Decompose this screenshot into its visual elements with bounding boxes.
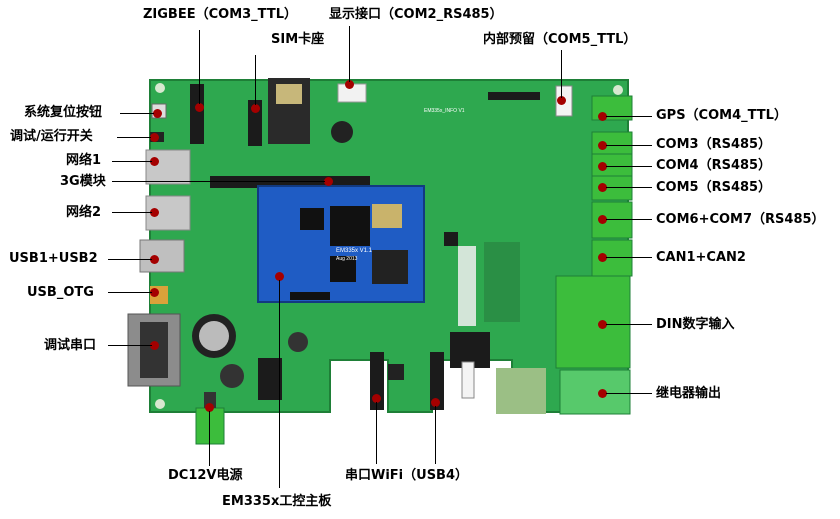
mount-hole — [613, 85, 623, 95]
marker-sim — [251, 104, 260, 113]
leader-line — [199, 30, 200, 104]
leader-line — [349, 26, 350, 82]
leader-line — [117, 137, 151, 138]
leader-line — [606, 116, 652, 117]
terminal-din — [555, 275, 631, 369]
marker-3g — [324, 177, 333, 186]
marker-wifi-right — [431, 398, 440, 407]
label-usbotg: USB_OTG — [27, 285, 94, 300]
label-debug-serial: 调试串口 — [44, 338, 97, 353]
label-gps: GPS（COM4_TTL） — [656, 108, 787, 123]
label-sim: SIM卡座 — [271, 32, 325, 47]
leader-line — [112, 181, 325, 182]
label-net1: 网络1 — [66, 153, 102, 168]
mount-hole — [155, 399, 165, 409]
leader-line — [108, 259, 152, 260]
leader-line — [435, 406, 436, 464]
leader-line — [561, 50, 562, 98]
label-usb12: USB1+USB2 — [9, 251, 98, 266]
marker-com4 — [598, 162, 607, 171]
marker-relay — [598, 389, 607, 398]
module-silk-name: EM335x V1.1 — [336, 248, 373, 254]
label-com4: COM4（RS485） — [656, 158, 772, 173]
buzzer — [331, 121, 353, 143]
leader-line — [279, 280, 280, 488]
label-relay: 继电器输出 — [656, 386, 722, 401]
terminal-relay — [559, 369, 631, 415]
label-net2: 网络2 — [66, 205, 102, 220]
label-display: 显示接口（COM2_RS485） — [329, 7, 503, 22]
label-dc12v: DC12V电源 — [168, 468, 243, 483]
marker-usb12 — [150, 255, 159, 264]
marker-gps — [598, 112, 607, 121]
leader-line — [606, 393, 652, 394]
marker-com5 — [598, 183, 607, 192]
label-em335x: EM335x工控主板 — [222, 494, 332, 509]
leader-line — [606, 166, 652, 167]
label-debug-run: 调试/运行开关 — [10, 129, 93, 144]
marker-net2 — [150, 208, 159, 217]
leader-line — [108, 345, 152, 346]
marker-debug-serial — [150, 341, 159, 350]
label-din: DIN数字输入 — [656, 317, 735, 332]
label-can: CAN1+CAN2 — [656, 250, 746, 265]
marker-usbotg — [150, 288, 159, 297]
leader-line — [606, 187, 652, 188]
ethernet-port-1 — [145, 149, 191, 185]
marker-em335x — [275, 272, 284, 281]
marker-debug-run — [150, 133, 159, 142]
marker-zigbee — [195, 103, 204, 112]
leader-line — [376, 402, 377, 464]
marker-dc12v — [205, 403, 214, 412]
leader-line — [606, 219, 652, 220]
marker-internal — [557, 96, 566, 105]
label-3g: 3G模块 — [60, 174, 106, 189]
dc-terminal — [195, 407, 225, 445]
marker-din — [598, 320, 607, 329]
marker-wifi-left — [372, 394, 381, 403]
leader-line — [606, 324, 652, 325]
relay-bank — [496, 368, 546, 414]
mount-hole — [155, 83, 165, 93]
label-wifi: 串口WiFi（USB4） — [345, 468, 469, 483]
label-com3: COM3（RS485） — [656, 137, 772, 152]
label-reset: 系统复位按钮 — [24, 105, 103, 120]
zigbee-header — [190, 84, 204, 144]
marker-com67 — [598, 215, 607, 224]
leader-line — [255, 55, 256, 105]
marker-display — [345, 80, 354, 89]
label-internal: 内部预留（COM5_TTL） — [483, 32, 637, 47]
leader-line — [606, 145, 652, 146]
board-silk-top: EM335x_INFO V1 — [424, 108, 465, 114]
leader-line — [112, 161, 152, 162]
capacitor — [220, 364, 244, 388]
leader-line — [606, 257, 652, 258]
leader-line — [120, 113, 154, 114]
leader-line — [108, 292, 152, 293]
label-com67: COM6+COM7（RS485） — [656, 212, 825, 227]
label-com5: COM5（RS485） — [656, 180, 772, 195]
label-zigbee: ZIGBEE（COM3_TTL） — [143, 7, 297, 22]
capacitor — [288, 332, 308, 352]
marker-reset — [153, 109, 162, 118]
module-silk-date: Aug 2013 — [336, 256, 358, 262]
wifi-header-right — [430, 352, 444, 410]
leader-line — [209, 411, 210, 466]
usb-port — [139, 239, 185, 273]
marker-com3 — [598, 141, 607, 150]
marker-can — [598, 253, 607, 262]
leader-line — [112, 212, 152, 213]
marker-net1 — [150, 157, 159, 166]
